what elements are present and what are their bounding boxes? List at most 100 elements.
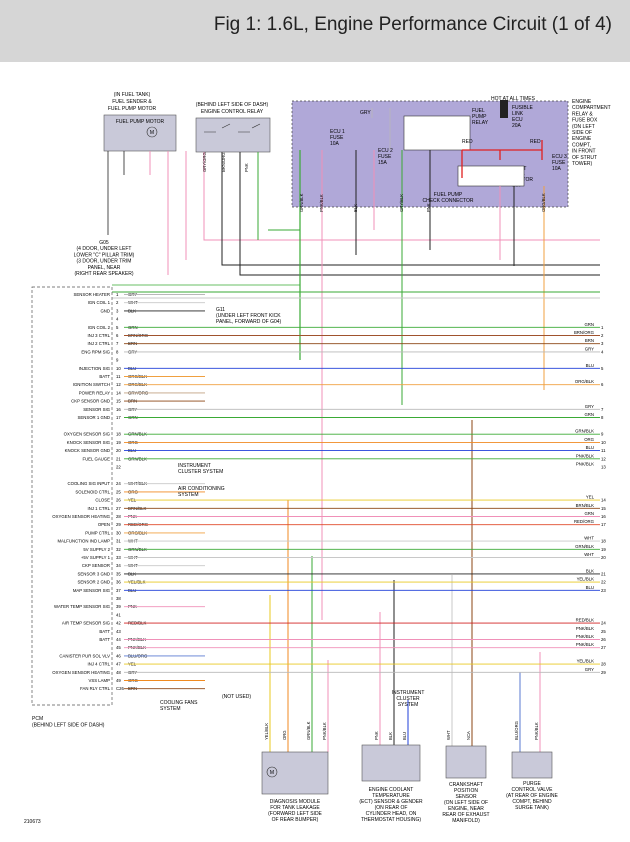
svg-text:M: M [150,130,154,136]
fuel-tank-name-1: FUEL SENDER & [112,99,152,105]
side-label: SYSTEM [160,706,181,712]
pcm-pin-label: SENSOR 2 GND [78,580,110,585]
pcm-pin-label: BATT [99,629,110,634]
ecr-box [195,117,271,153]
fusible-text: ECU [512,117,523,123]
pcm-pin-label: MALFUNCTION IND LAMP [57,539,110,544]
right-wire-color: GRN/BLK [575,429,594,434]
pcm-pin-label: PUMP CTRL [85,530,110,535]
right-wire-color: BLU [586,585,594,590]
right-wire-color: YEL/BLK [577,577,595,582]
ckp-text: REAR OF EXHAUST [442,812,489,818]
ckp-text: (ON LEFT SIDE OF [444,800,488,806]
right-wire-color: BLU [586,363,594,368]
pcm-pin-number: 48 [116,670,121,675]
wire-pnk-1 [203,152,600,241]
right-wire-color: GRY [585,404,594,409]
pcm-pin-number: 32 [116,547,121,552]
right-number: 11 [601,448,606,453]
right-number: 21 [601,571,606,576]
pcm-pin-label: IGN COIL 1 [88,300,111,305]
right-number: 20 [601,555,606,560]
pcm-pin-number: 37 [116,588,121,593]
fuse-box-text: COMPT, [572,142,591,148]
pcm-pin-label: SENSOR HEATER [74,292,110,297]
purge-valve-box [511,751,553,779]
fuse-box-text: SIDE OF [572,130,592,136]
pcm-pin-number: 12 [116,382,121,387]
pcm-pin-number: 28 [116,514,121,519]
pcm-pin-label: ENG RPM SIG [81,349,110,354]
pcm-pin-number: 21 [116,456,121,461]
pcm-pin-label: SENSOR 3 GND [78,571,110,576]
right-number: 22 [601,580,606,585]
right-wire-color: BRN/BLK [576,503,595,508]
right-wire-color: YEL [586,495,595,500]
ecu3-text: FUSE [552,160,566,166]
pcm-pin-label: BATT [99,374,110,379]
pcm-pin-label: GND [100,308,110,313]
side-label: CLUSTER SYSTEM [178,469,223,475]
ground-g05-text: (3 DOOR, UNDER TRIM [77,259,132,265]
ecu3-text: 10A [552,166,562,172]
right-wire-color: GRN [584,322,594,327]
bottom-wire-label: WHT [446,730,451,740]
figure-id: 210673 [24,819,41,825]
fuse-box-text: OF STRUT [572,155,597,161]
gry-top-label: GRY [360,110,371,116]
pcm-pin-label: FUEL GAUGE [82,456,110,461]
pcm-pin-label: FAN RLY CTRL [80,686,111,691]
right-number: 29 [601,670,606,675]
side-label: SYSTEM [178,492,199,498]
diag-text: DIAGNOSIS MODULE [270,799,321,805]
pcm-pin-number: 34 [116,563,121,568]
ecu3-text: ECU 3 [552,154,567,160]
ground-g05-text: PANEL, NEAR [88,265,121,271]
wire-blk-2 [221,152,600,266]
bottom-wire-label: BLU/ORG [514,721,519,740]
pcm-pin-label: 5V SUPPLY 2 [83,547,110,552]
figure-title: Fig 1: 1.6L, Engine Performance Circuit … [213,14,612,35]
ecu2-text: FUSE [378,154,392,160]
ground-g11-text: PANEL, FORWARD OF G04) [216,319,282,325]
purge-text: (AT REAR OF ENGINE [506,793,558,799]
wire-gry-top [371,108,391,150]
purge-text: PURGE [523,781,541,787]
pcm-pin-number: 17 [116,415,121,420]
right-wire-color: GRY [585,667,594,672]
ect-text: TEMPERATURE [372,793,410,799]
pcm-pin-number: 44 [116,637,121,642]
right-number: 9 [601,432,604,437]
pcm-pin-number: 9 [116,358,119,363]
right-number: 27 [601,645,606,650]
pcm-pin-number: 29 [116,522,121,527]
pcm-pin-label: INJECTION SIG [79,366,111,371]
pcm-pin-label: +5V SUPPLY 1 [81,555,111,560]
bottom-wire-label: PNK/BLK [322,722,327,740]
fuse-box-text: ENGINE [572,99,592,105]
right-number: 2 [601,333,604,338]
pcm-pin-number: 1 [116,292,119,297]
bottom-wire-label: BLK [388,732,393,740]
right-wire-color: PNK/BLK [576,642,594,647]
ground-g05-text: (RIGHT REAR SPEAKER) [74,271,133,277]
pcm-pin-number: 19 [116,440,121,445]
pcm-pin-number: 49 [116,678,121,683]
right-wire-color: RED/ORG [574,519,595,524]
pcm-pin-label: AIR TEMP SENSOR SIG [62,621,111,626]
top-wire-label: PNK [244,163,249,172]
hot-at-all-times: HOT AT ALL TIMES [491,96,536,102]
right-number: 17 [601,522,606,527]
pcm-pin-number: 39 [116,604,121,609]
fpr-text: PUMP [472,114,487,120]
fuel-tank-name-2: FUEL PUMP MOTOR [108,106,157,112]
right-wire-color: PNK/BLK [576,634,594,639]
ecu1-text: ECU 1 [330,129,345,135]
right-wire-color: PNK/BLK [576,462,594,467]
fpcc-text: FUEL PUMP [434,192,463,198]
svg-text:M: M [270,770,274,776]
